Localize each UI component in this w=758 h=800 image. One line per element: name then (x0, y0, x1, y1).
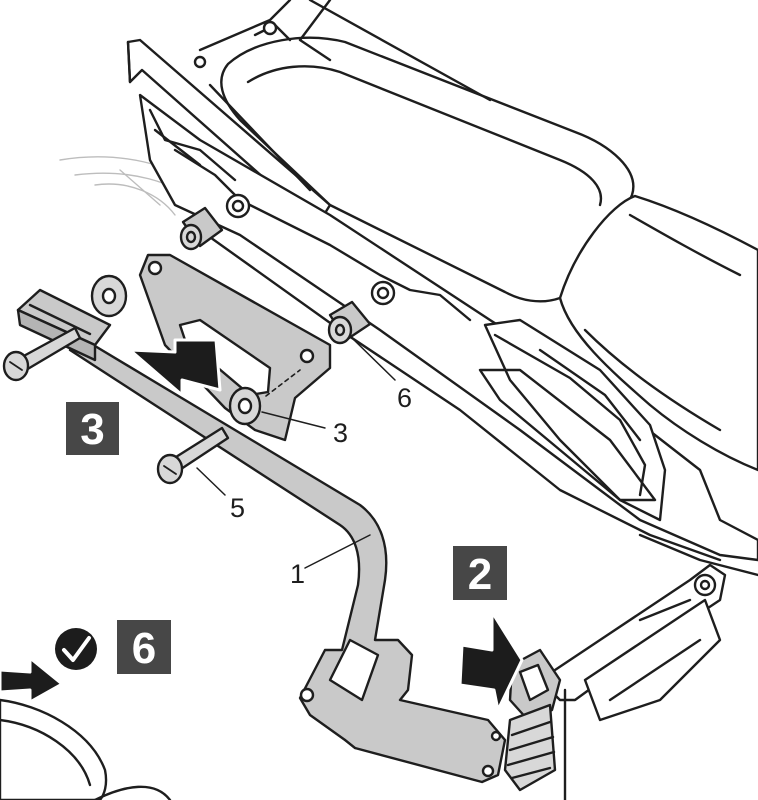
rider-seat (558, 194, 758, 472)
checkmark-icon (55, 628, 97, 670)
frame-mount-hole-lower (370, 280, 396, 306)
spacer-upper (179, 206, 224, 251)
step-number-2: 2 (468, 550, 492, 599)
leader-1 (304, 534, 371, 569)
frame-mount-hole-upper (225, 193, 251, 219)
part-label-1: 1 (290, 559, 305, 589)
arrow-right-icon (128, 338, 222, 397)
arrow-right-icon (458, 610, 524, 712)
step-number-6: 6 (132, 624, 156, 673)
push-arrow-bracket (128, 338, 222, 397)
washer-3 (228, 386, 262, 426)
leader-6 (351, 337, 396, 381)
step-box-6: 6 (117, 620, 171, 674)
step-box-3: 3 (66, 402, 119, 455)
bolt-5 (156, 426, 230, 485)
footpeg-assembly (503, 563, 727, 800)
spacer-lower (327, 300, 372, 345)
push-arrow-tire (0, 656, 64, 704)
bolt-front (2, 326, 82, 382)
step-number-3: 3 (80, 405, 104, 454)
leader-5 (196, 467, 226, 496)
leader-lines (196, 337, 396, 569)
tail-panel (483, 318, 667, 522)
step-box-2: 2 (453, 546, 507, 600)
washer-upper (90, 274, 128, 318)
rear-tire (0, 698, 172, 800)
part-label-3: 3 (333, 418, 348, 448)
motorcycle-tail (126, 0, 758, 577)
push-arrow-footpeg (458, 610, 524, 712)
arrow-right-icon (0, 656, 64, 704)
part-label-5: 5 (230, 493, 245, 523)
leader-3 (261, 411, 326, 429)
part-label-6: 6 (397, 383, 412, 413)
side-bracket (68, 335, 507, 784)
